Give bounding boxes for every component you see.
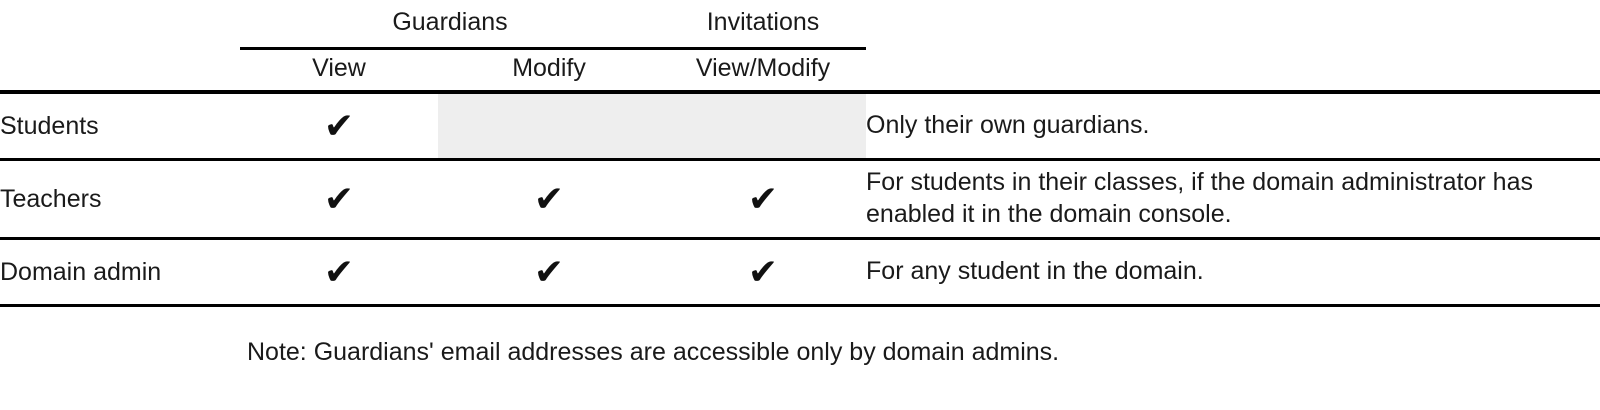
cell-students-guardians-modify-unavailable: [438, 92, 661, 160]
checkmark-icon: ✔: [323, 179, 355, 220]
column-header-notes: [866, 49, 1600, 93]
cell-domain-admin-notes: For any student in the domain.: [866, 257, 1204, 286]
row-label-domain-admin: Domain admin: [0, 257, 162, 286]
table-row: Teachers ✔ ✔ ✔ For students in their cla…: [0, 160, 1600, 239]
table-row: Students ✔ Only their own guardians.: [0, 92, 1600, 160]
table-body: Students ✔ Only their own guardians. Tea…: [0, 92, 1600, 306]
cell-domain-admin-guardians-view: ✔: [240, 239, 438, 306]
group-header-row: Guardians Invitations: [0, 0, 1600, 50]
cell-students-notes: Only their own guardians.: [866, 111, 1150, 140]
cell-students-guardians-view: ✔: [240, 92, 438, 160]
checkmark-icon: ✔: [747, 252, 779, 293]
group-header-invitations: Invitations: [660, 0, 867, 50]
cell-teachers-guardians-modify: ✔: [438, 160, 660, 239]
column-header-invitations-viewmodify: View/Modify: [695, 53, 831, 82]
column-header-guardians-modify: Modify: [512, 53, 586, 82]
guardian-permissions-table: Guardians Invitations View Modify View/M…: [0, 0, 1600, 306]
cell-domain-admin-invitations: ✔: [660, 239, 866, 306]
cell-students-invitations-unavailable: [660, 92, 867, 160]
cell-teachers-guardians-view: ✔: [240, 160, 438, 239]
cell-teachers-invitations: ✔: [660, 160, 866, 239]
cell-teachers-notes: For students in their classes, if the do…: [866, 168, 1533, 228]
row-label-students: Students: [0, 111, 99, 140]
table-row: Domain admin ✔ ✔ ✔ For any student in th…: [0, 239, 1600, 306]
column-header-row: View Modify View/Modify: [0, 49, 1600, 93]
checkmark-icon: ✔: [533, 252, 565, 293]
table-footnote: Note: Guardians' email addresses are acc…: [247, 338, 1060, 366]
table-head: Guardians Invitations View Modify View/M…: [0, 0, 1600, 92]
checkmark-icon: ✔: [533, 179, 565, 220]
row-label-teachers: Teachers: [0, 184, 102, 213]
checkmark-icon: ✔: [747, 179, 779, 220]
cell-domain-admin-guardians-modify: ✔: [438, 239, 660, 306]
group-header-notes-spacer: [866, 0, 1600, 49]
group-header-spacer: [0, 0, 240, 49]
group-header-guardians: Guardians: [240, 0, 661, 50]
checkmark-icon: ✔: [323, 252, 355, 293]
checkmark-icon: ✔: [323, 106, 355, 147]
column-header-role: [0, 49, 240, 93]
column-header-guardians-view: View: [312, 53, 366, 82]
